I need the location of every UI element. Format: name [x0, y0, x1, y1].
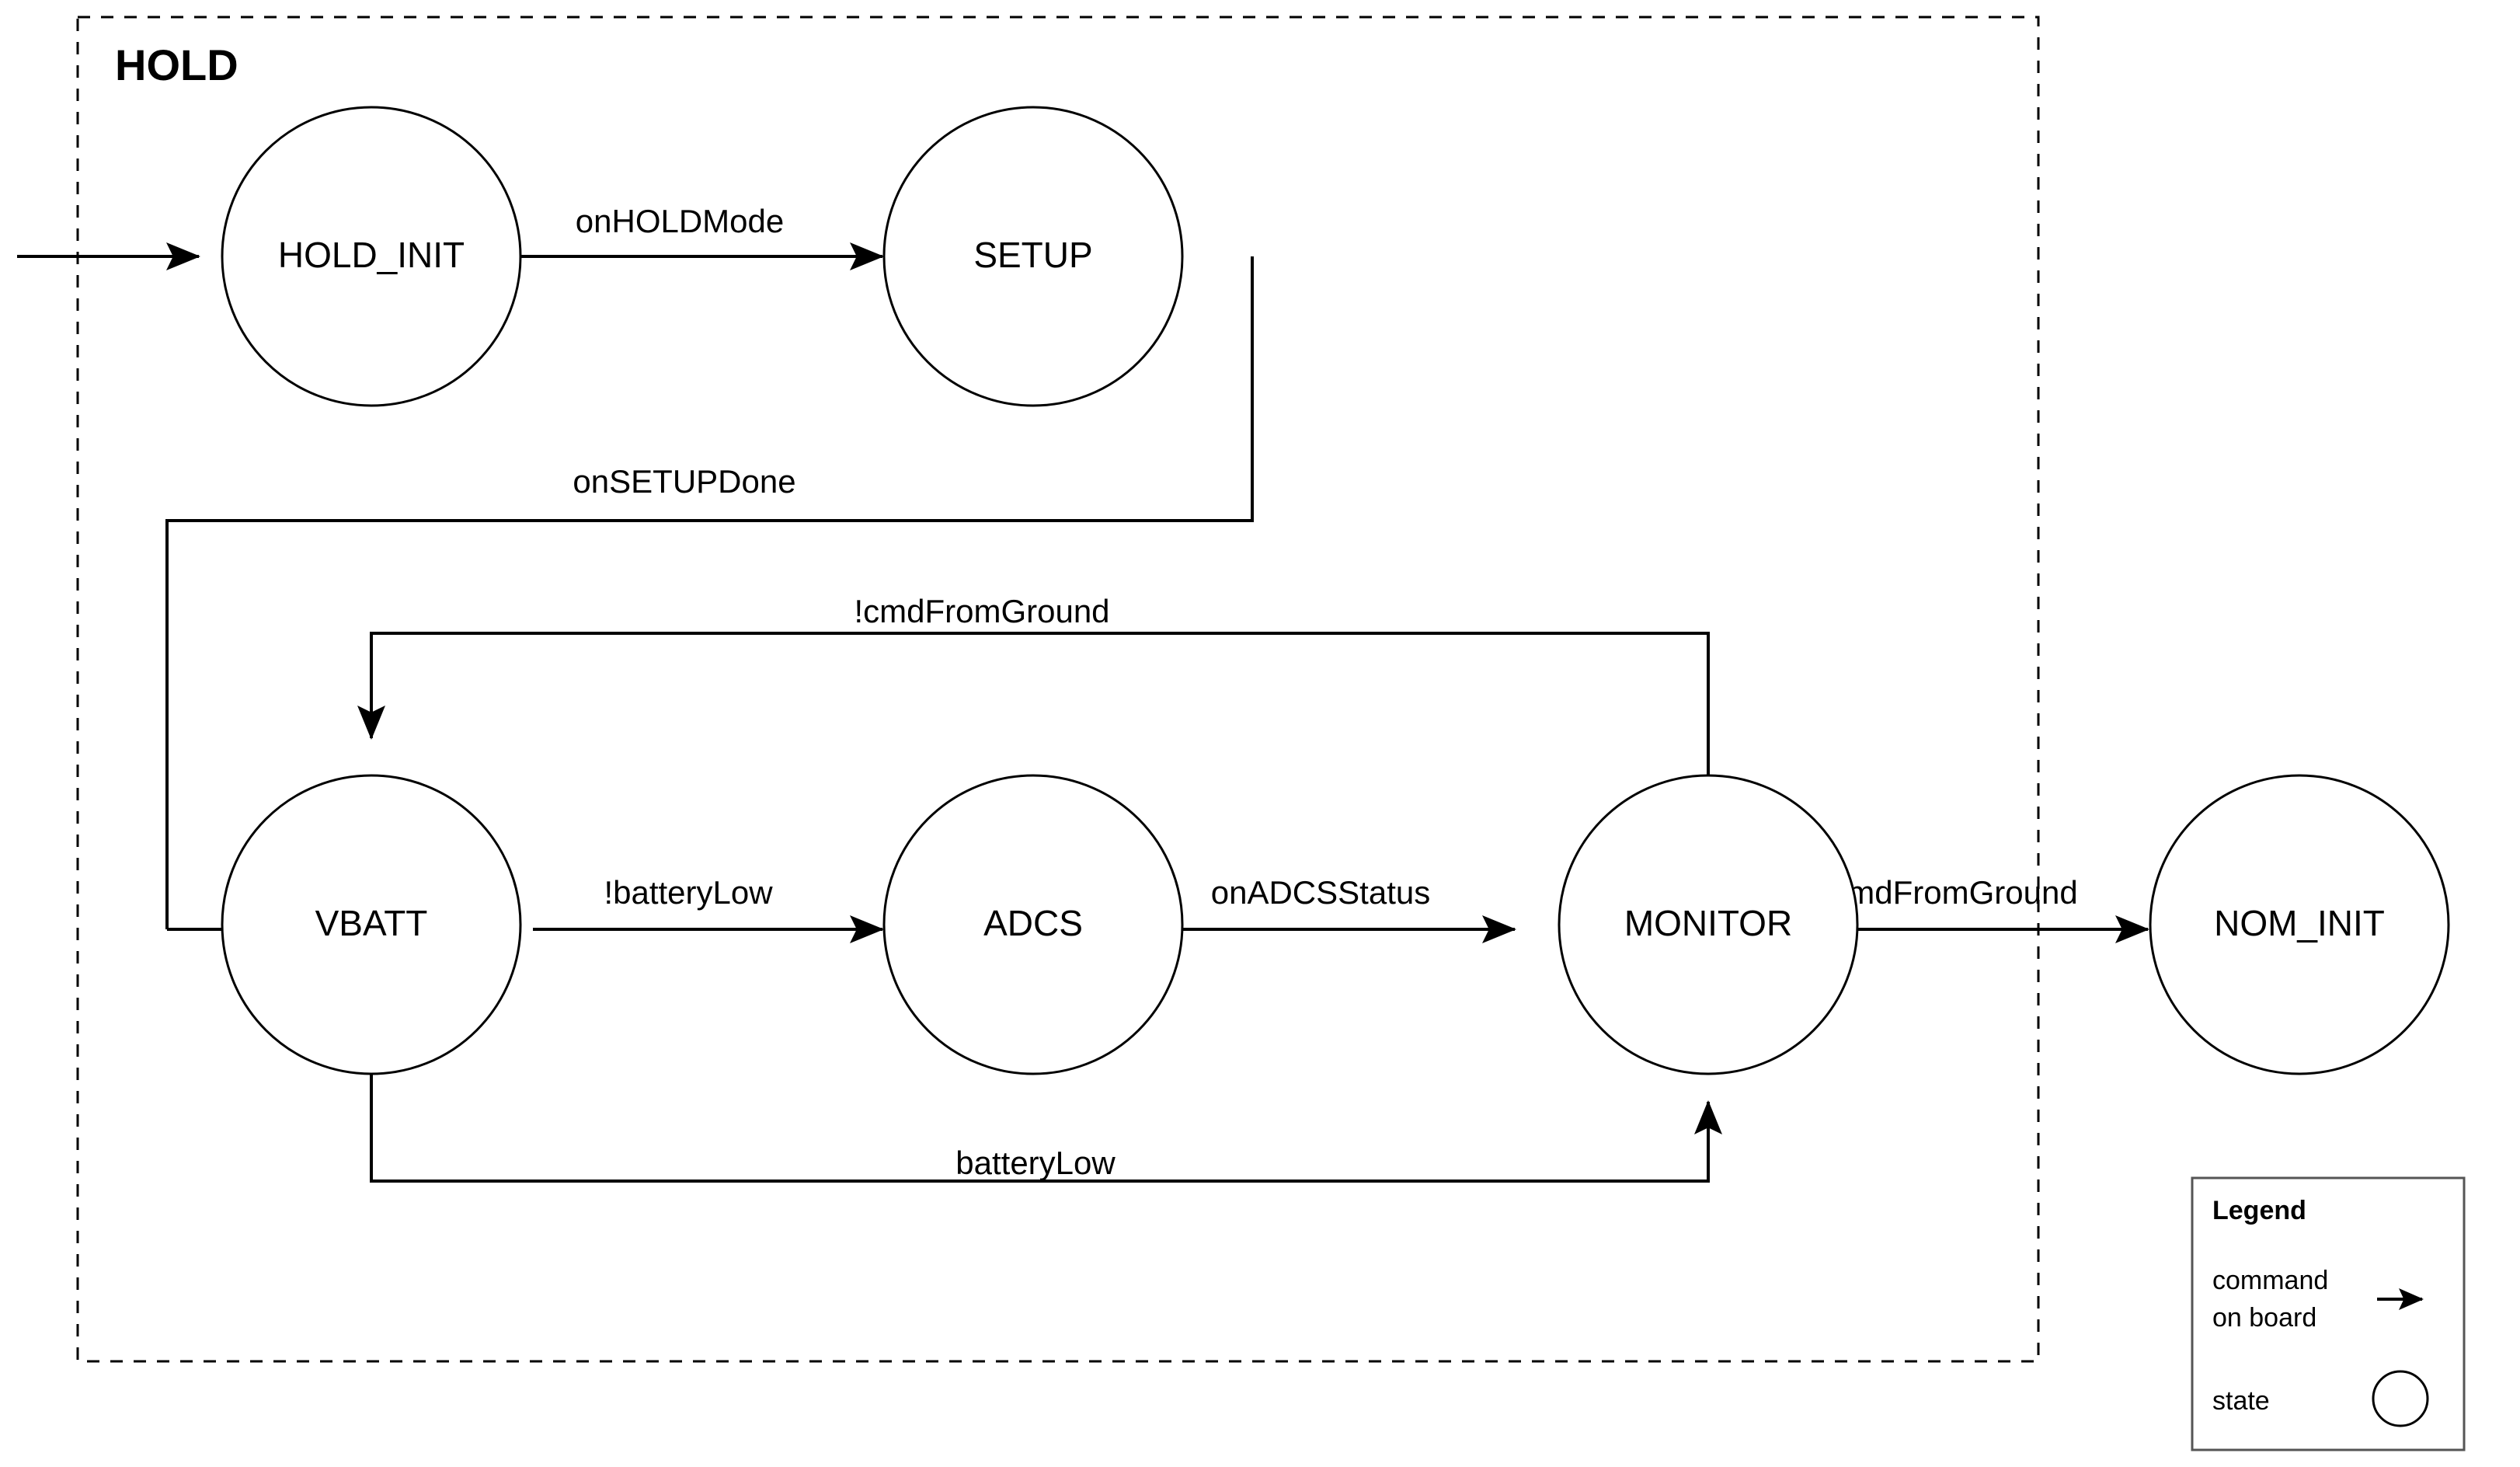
- hold-region-title: HOLD: [115, 40, 238, 89]
- state-label-setup: SETUP: [973, 235, 1092, 275]
- edge-setup-to-vbatt: [165, 256, 1254, 929]
- edge-label-on-hold-mode: onHOLDMode: [576, 203, 784, 239]
- legend-item-command-line1: command: [2212, 1266, 2328, 1295]
- hold-region-border: [76, 16, 2040, 1363]
- state-label-adcs: ADCS: [983, 903, 1083, 943]
- state-label-monitor: MONITOR: [1624, 903, 1792, 943]
- state-label-hold-init: HOLD_INIT: [278, 235, 465, 275]
- state-circle-vbatt: [221, 774, 522, 1075]
- state-node-monitor[interactable]: MONITOR: [1558, 774, 1859, 1075]
- state-circle-setup: [882, 106, 1184, 407]
- state-circle-monitor: [1558, 774, 1859, 1075]
- state-node-vbatt[interactable]: VBATT: [221, 774, 522, 1075]
- state-node-hold-init[interactable]: HOLD_INIT: [221, 106, 522, 407]
- circle-icon: [2372, 1370, 2429, 1427]
- edge-label-battery-low: batteryLow: [955, 1145, 1116, 1181]
- edge-label-cmd-from-ground: cmdFromGround: [1831, 874, 2077, 911]
- state-circle-adcs: [882, 774, 1184, 1075]
- edge-label-on-setup-done: onSETUPDone: [573, 463, 795, 500]
- edge-label-on-adcs-status: onADCSStatus: [1211, 874, 1430, 911]
- edge-label-not-cmd-from-ground: !cmdFromGround: [854, 593, 1109, 629]
- state-label-nom-init: NOM_INIT: [2214, 903, 2385, 943]
- state-label-vbatt: VBATT: [315, 903, 428, 943]
- legend-item-command-line2: on board: [2212, 1303, 2316, 1333]
- state-circle-nom-init: [2149, 774, 2450, 1075]
- edge-label-not-battery-low: !batteryLow: [604, 874, 773, 911]
- state-node-adcs[interactable]: ADCS: [882, 774, 1184, 1075]
- state-circle-hold-init: [221, 106, 522, 407]
- state-node-setup[interactable]: SETUP: [882, 106, 1184, 407]
- legend: Legend command on board state: [2191, 1176, 2466, 1451]
- legend-title: Legend: [2212, 1196, 2306, 1225]
- legend-item-state-label: state: [2212, 1386, 2270, 1416]
- state-node-nom-init[interactable]: NOM_INIT: [2149, 774, 2450, 1075]
- edge-vbatt-to-monitor: [370, 1072, 1722, 1183]
